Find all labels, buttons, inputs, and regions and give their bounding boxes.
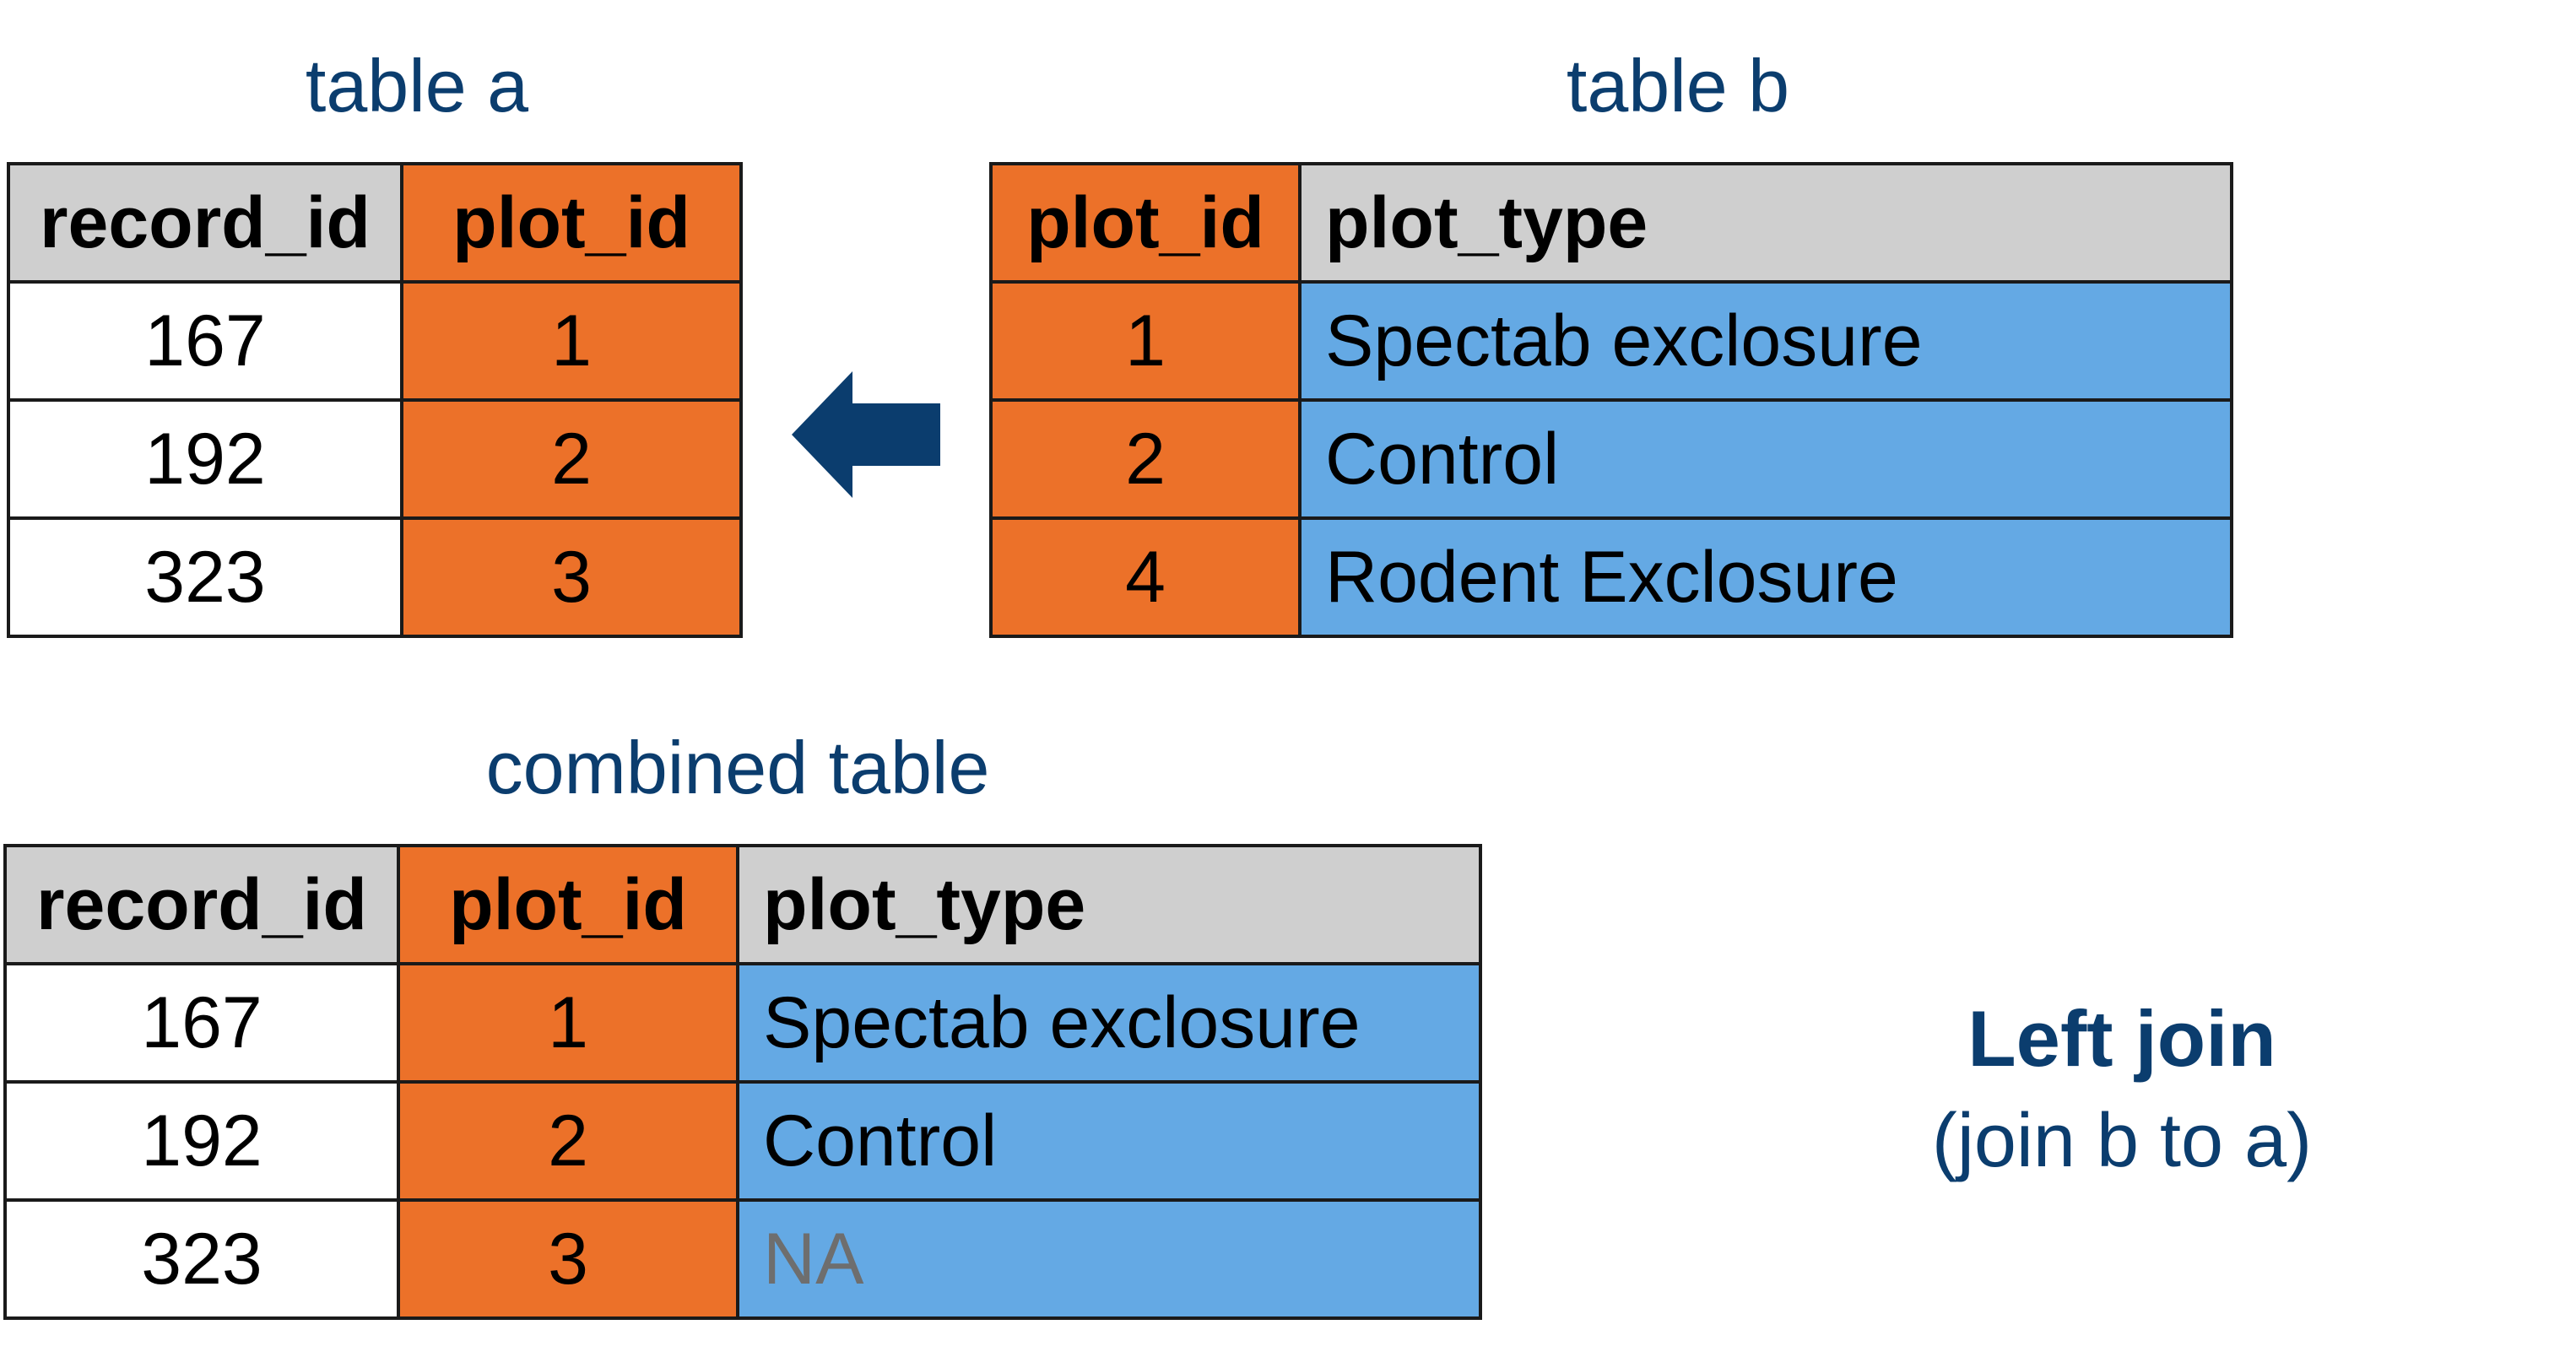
combined-cell-plot-id: 3 <box>397 1198 739 1320</box>
table-b: plot_id plot_type 1 Spectab exclosure 2 … <box>989 162 2233 638</box>
table-row: 323 3 <box>7 516 743 638</box>
join-caption: Left join (join b to a) <box>1932 987 2312 1193</box>
combined-table-title: combined table <box>485 726 990 809</box>
table-b-cell-plot-id: 4 <box>989 516 1302 638</box>
combined-cell-plot-id: 2 <box>397 1080 739 1202</box>
table-row: 192 2 <box>7 398 743 520</box>
table-row: 323 3 NA <box>3 1198 1482 1320</box>
join-type-label: Left join <box>1967 994 2276 1083</box>
table-a-cell-record-id: 167 <box>7 280 403 402</box>
combined-cell-plot-type: Control <box>736 1080 1482 1202</box>
combined-cell-record-id: 323 <box>3 1198 400 1320</box>
table-a-title: table a <box>305 44 529 127</box>
combined-header-row: record_id plot_id plot_type <box>3 844 1482 965</box>
table-b-cell-plot-type: Spectab exclosure <box>1298 280 2233 402</box>
table-a-cell-plot-id: 1 <box>400 280 743 402</box>
table-a-header-plot-id: plot_id <box>400 162 743 284</box>
table-a-header-row: record_id plot_id <box>7 162 743 284</box>
table-b-title: table b <box>1566 44 1790 127</box>
table-row: 192 2 Control <box>3 1080 1482 1202</box>
table-b-cell-plot-id: 2 <box>989 398 1302 520</box>
table-a-cell-record-id: 323 <box>7 516 403 638</box>
combined-cell-record-id: 167 <box>3 962 400 1084</box>
table-b-cell-plot-id: 1 <box>989 280 1302 402</box>
combined-cell-record-id: 192 <box>3 1080 400 1202</box>
table-a-cell-plot-id: 2 <box>400 398 743 520</box>
table-b-header-plot-type: plot_type <box>1298 162 2233 284</box>
table-a-cell-record-id: 192 <box>7 398 403 520</box>
combined-table: record_id plot_id plot_type 167 1 Specta… <box>3 844 1482 1320</box>
table-b-cell-plot-type: Control <box>1298 398 2233 520</box>
left-arrow-icon <box>792 371 940 498</box>
combined-header-plot-id: plot_id <box>397 844 739 965</box>
table-b-header-plot-id: plot_id <box>989 162 1302 284</box>
table-a-cell-plot-id: 3 <box>400 516 743 638</box>
table-a-header-record-id: record_id <box>7 162 403 284</box>
combined-cell-plot-type: Spectab exclosure <box>736 962 1482 1084</box>
table-b-header-row: plot_id plot_type <box>989 162 2233 284</box>
combined-cell-plot-id: 1 <box>397 962 739 1084</box>
table-b-cell-plot-type: Rodent Exclosure <box>1298 516 2233 638</box>
table-row: 167 1 <box>7 280 743 402</box>
table-row: 167 1 Spectab exclosure <box>3 962 1482 1084</box>
combined-header-plot-type: plot_type <box>736 844 1482 965</box>
combined-header-record-id: record_id <box>3 844 400 965</box>
table-row: 2 Control <box>989 398 2233 520</box>
join-description: (join b to a) <box>1931 1099 2313 1184</box>
table-row: 4 Rodent Exclosure <box>989 516 2233 638</box>
table-row: 1 Spectab exclosure <box>989 280 2233 402</box>
table-a: record_id plot_id 167 1 192 2 323 3 <box>7 162 743 638</box>
combined-cell-plot-type-na: NA <box>736 1198 1482 1320</box>
